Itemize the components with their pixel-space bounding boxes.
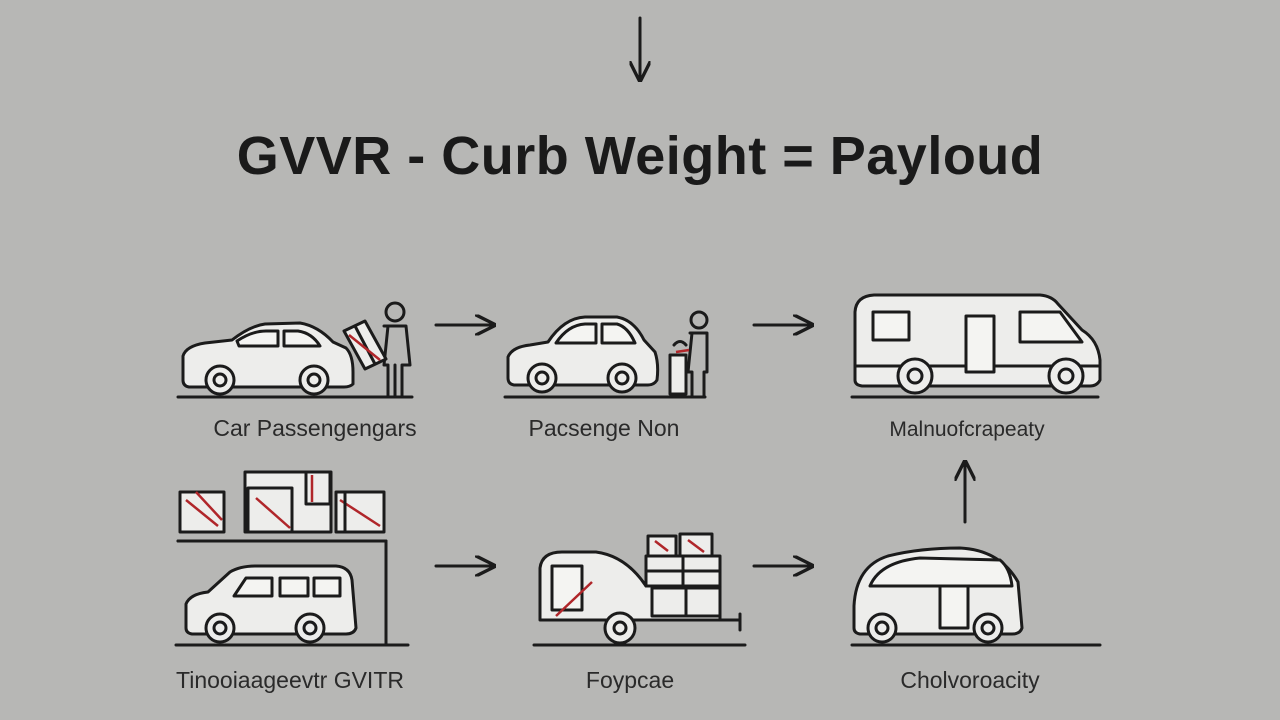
caption-car-passengers: Car Passengengars (213, 415, 417, 441)
cargo-trailer-icon (538, 532, 742, 645)
teardrop-camper-icon (852, 546, 1024, 644)
sedan-icon (181, 321, 355, 396)
person-with-luggage-icon (668, 310, 709, 398)
cargo-shelf-icon (176, 470, 388, 647)
motorhome-icon (853, 293, 1102, 395)
caption-cholvoroacity: Cholvoroacity (900, 667, 1040, 693)
caption-passenger-non: Pacsenge Non (528, 415, 680, 441)
caption-towing-gvtr: Tinooiaageevtr GVITR (176, 667, 404, 693)
person-carrying-box-icon (342, 301, 412, 398)
caption-manufacturer-capacity: Malnuofcrapeaty (889, 418, 1045, 441)
caption-foypcae: Foypcae (585, 667, 675, 693)
minivan-icon (184, 564, 358, 644)
hatchback-icon (506, 315, 660, 394)
payload-formula-title: GVVR - Curb Weight = Payloud (236, 126, 1044, 186)
